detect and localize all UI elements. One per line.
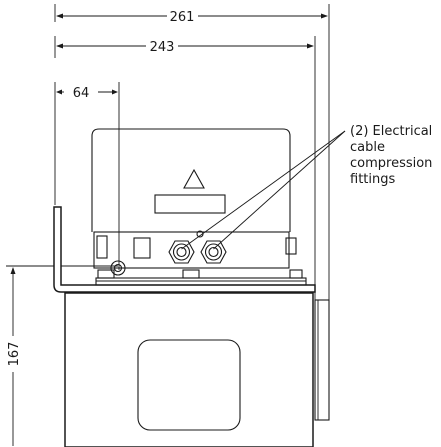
arrow-head-top-167	[10, 267, 16, 274]
cable-fitting-core-right	[208, 246, 219, 258]
arrow-head-left-261	[56, 13, 63, 19]
sight-window	[137, 339, 241, 431]
leader-line-right-fitting	[213, 130, 346, 250]
upper-housing-outline	[91, 128, 291, 232]
arrow-head-left-243	[56, 43, 63, 49]
label-plate	[154, 194, 226, 214]
callout-note: (2) Electrical cable compression fitting…	[350, 124, 437, 187]
dimension-label-261: 261	[170, 10, 195, 25]
housing-tab	[133, 237, 151, 259]
dimension-243: 243	[54, 36, 316, 300]
side-profile	[314, 299, 330, 421]
pump-upper-housing	[91, 128, 291, 232]
dimension-label-243: 243	[150, 40, 175, 55]
pump-base-plate	[95, 277, 307, 286]
arrow-head-right-64	[112, 89, 118, 95]
reservoir-body	[64, 292, 314, 447]
callout-line-3: compression	[350, 156, 432, 171]
triangle-warning-icon	[183, 168, 205, 189]
cable-fitting-left	[168, 240, 195, 264]
pump-lower-housing	[93, 231, 297, 269]
dimension-label-64: 64	[73, 86, 90, 101]
leader-line-left-fitting	[181, 130, 346, 250]
callout-line-4: fittings	[350, 172, 395, 187]
arrow-head-right-261	[321, 13, 328, 19]
cable-fitting-hex-left	[168, 240, 195, 264]
base-foot-right	[289, 269, 303, 279]
callout-line-2: cable	[350, 140, 385, 155]
cable-fitting-ring-right	[204, 243, 223, 261]
grease-fitting-outer	[110, 260, 126, 276]
reservoir-box	[64, 292, 314, 447]
dimension-label-167: 167	[7, 342, 22, 367]
callout-line-1: (2) Electrical	[350, 124, 432, 139]
mounting-plate	[53, 206, 316, 293]
grease-fitting-inner	[113, 263, 123, 273]
cable-fitting-right	[200, 240, 227, 264]
side-profile-outer	[314, 299, 330, 421]
cable-fitting-ring-left	[172, 243, 191, 261]
dimension-261: 261	[54, 4, 330, 300]
left-latch	[96, 235, 108, 259]
grease-fitting	[110, 260, 126, 276]
arrow-head-right-243	[307, 43, 314, 49]
lower-housing-box	[93, 231, 290, 269]
base-foot-middle	[182, 269, 200, 279]
callout-leaders	[181, 130, 346, 250]
dimension-64: 64	[54, 82, 120, 270]
side-cap	[285, 237, 297, 255]
cable-fitting-hex-right	[200, 240, 227, 264]
dimension-167: 167	[6, 265, 118, 446]
cable-fitting-core-left	[176, 246, 187, 258]
l-bracket	[53, 206, 316, 293]
arrow-head-left-64	[56, 89, 62, 95]
